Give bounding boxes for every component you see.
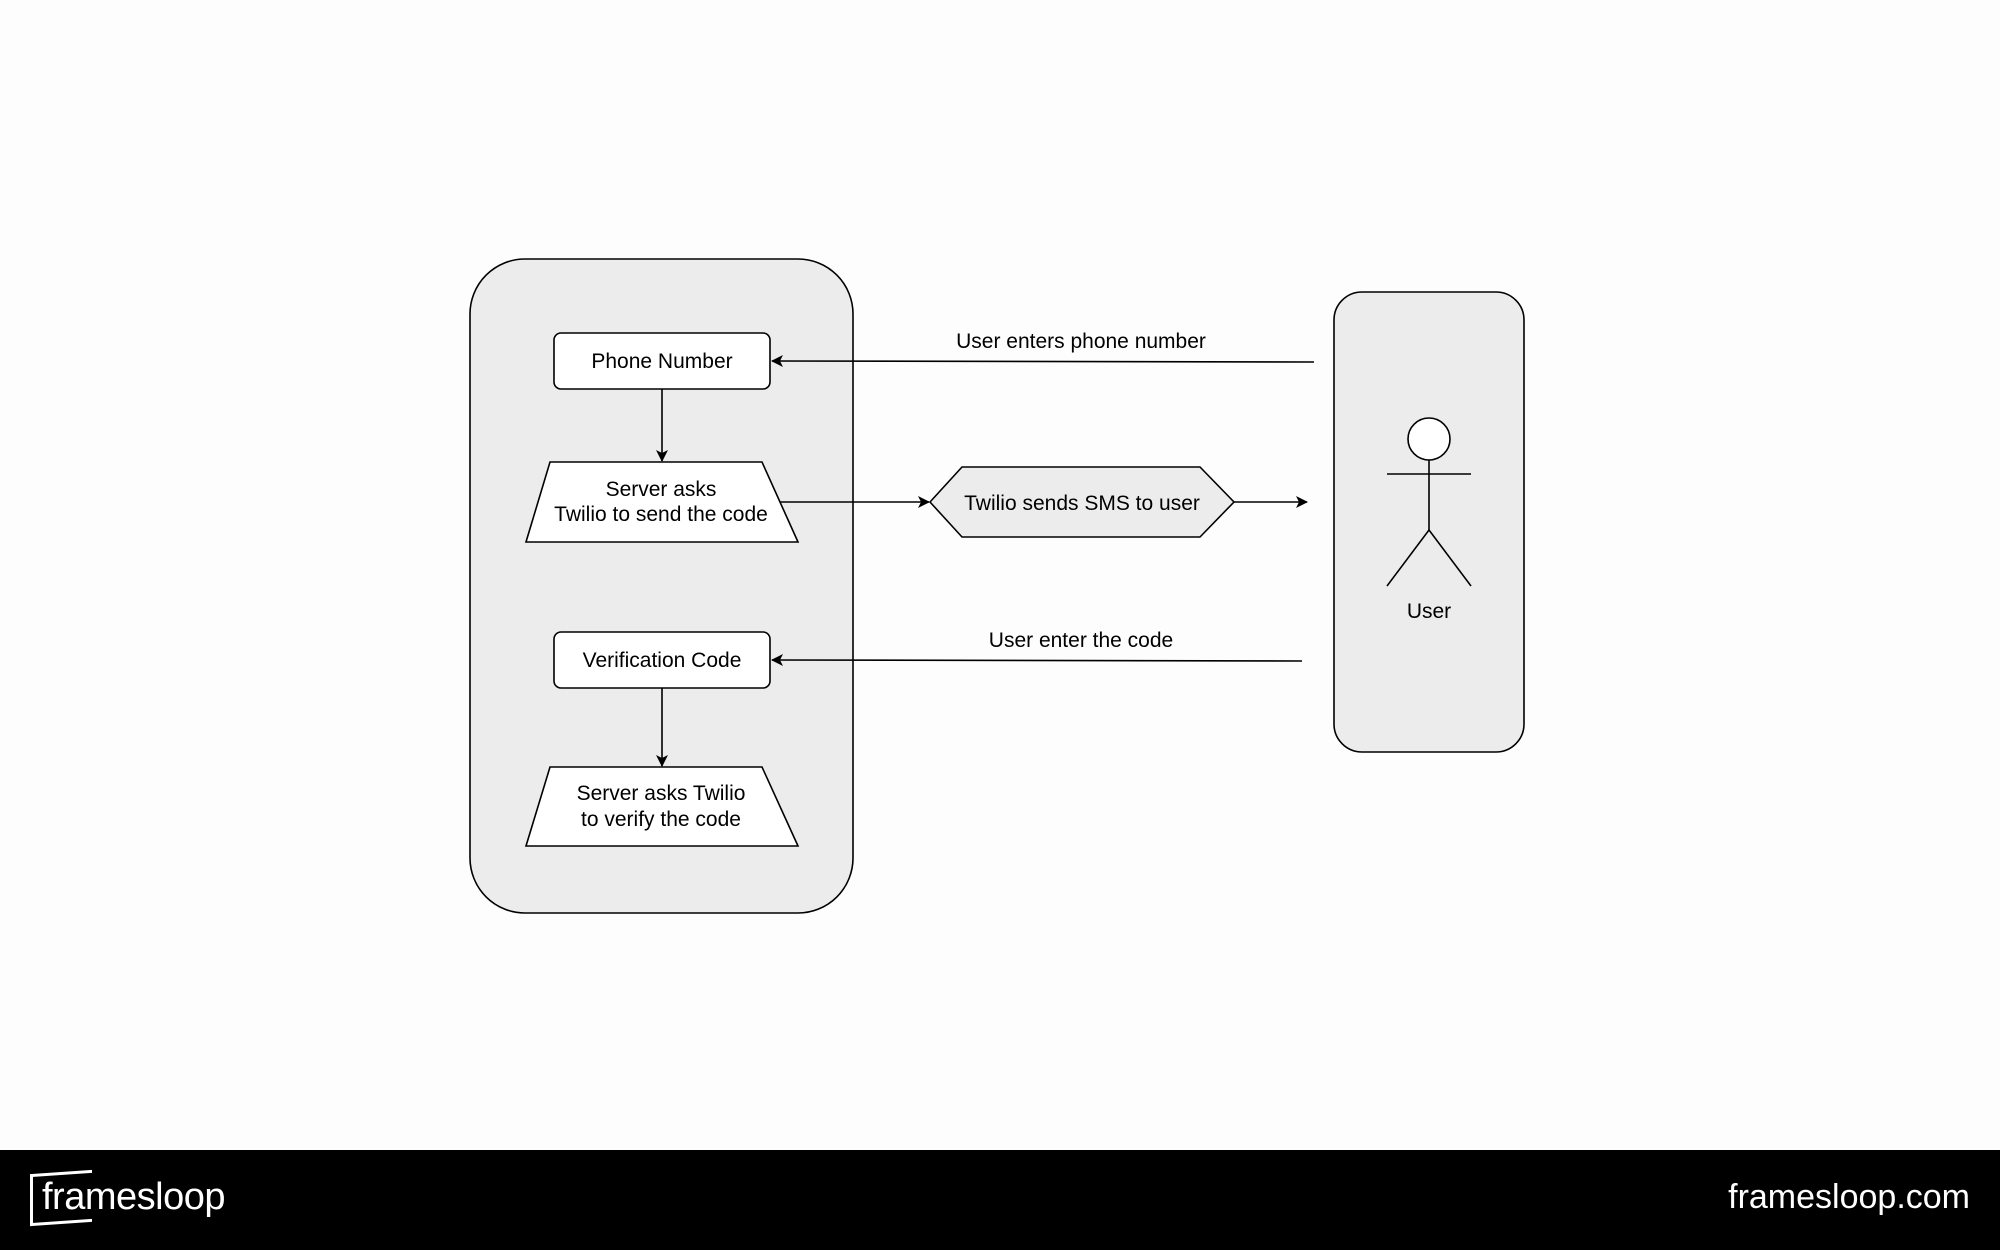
server-send-label-line1: Server asks bbox=[606, 478, 717, 501]
phone-number-label: Phone Number bbox=[591, 350, 732, 373]
footer-bar: framesloop framesloop.com bbox=[0, 1150, 2000, 1250]
edge-label-user-enters-phone: User enters phone number bbox=[956, 330, 1206, 353]
diagram-canvas: Phone Number Server asks Twilio to send … bbox=[469, 258, 1525, 914]
user-actor-icon bbox=[1386, 417, 1472, 587]
flow-diagram: Phone Number Server asks Twilio to send … bbox=[469, 258, 1525, 914]
twilio-sms-node: Twilio sends SMS to user bbox=[928, 466, 1236, 538]
verification-code-label: Verification Code bbox=[583, 649, 742, 672]
edge-user-to-phone bbox=[771, 355, 1315, 368]
user-actor-label: User bbox=[1407, 600, 1451, 623]
server-verify-label-line2: to verify the code bbox=[581, 808, 741, 831]
server-send-node: Server asks Twilio to send the code bbox=[524, 461, 800, 543]
server-verify-label-line1: Server asks Twilio bbox=[577, 782, 746, 805]
server-verify-node: Server asks Twilio to verify the code bbox=[524, 766, 800, 847]
server-send-label-line2: Twilio to send the code bbox=[554, 503, 768, 526]
verification-code-node: Verification Code bbox=[553, 631, 771, 689]
edge-label-user-enters-code: User enter the code bbox=[989, 629, 1173, 652]
twilio-sms-label: Twilio sends SMS to user bbox=[964, 492, 1200, 515]
site-url: framesloop.com bbox=[1728, 1178, 1970, 1216]
server-container bbox=[469, 258, 854, 914]
phone-number-node: Phone Number bbox=[553, 332, 771, 390]
edge-user-to-verification bbox=[771, 654, 1303, 667]
logo-text: framesloop bbox=[42, 1176, 225, 1218]
